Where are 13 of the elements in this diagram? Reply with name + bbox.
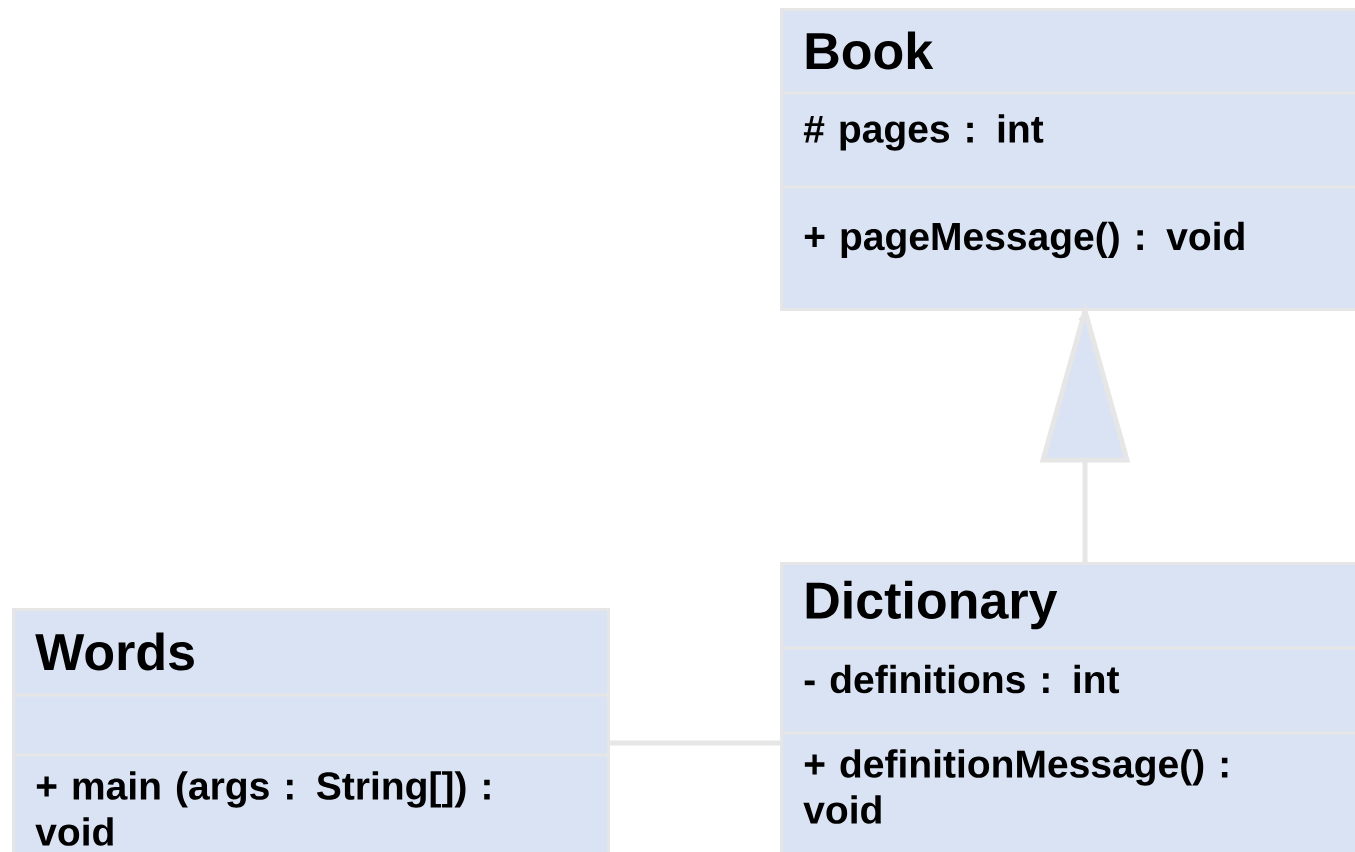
class-name: Book: [806, 31, 934, 70]
inheritance-arrow: [1039, 301, 1131, 562]
method-text: + pageMessage() : void: [804, 221, 1244, 259]
method-text: + definitionMessage() : void: [803, 749, 1228, 824]
association-line: [610, 740, 780, 746]
attribute-text: # pages : int: [803, 114, 1044, 151]
class-box: [780, 562, 1355, 852]
class-box: [780, 8, 1355, 311]
attribute-text: - definitions : int: [804, 664, 1120, 694]
class-name: Dictionary: [806, 580, 1058, 630]
class-box: [12, 608, 610, 852]
class-name: Words: [35, 632, 194, 671]
method-text: + main (args : String[]) : void: [35, 771, 490, 846]
